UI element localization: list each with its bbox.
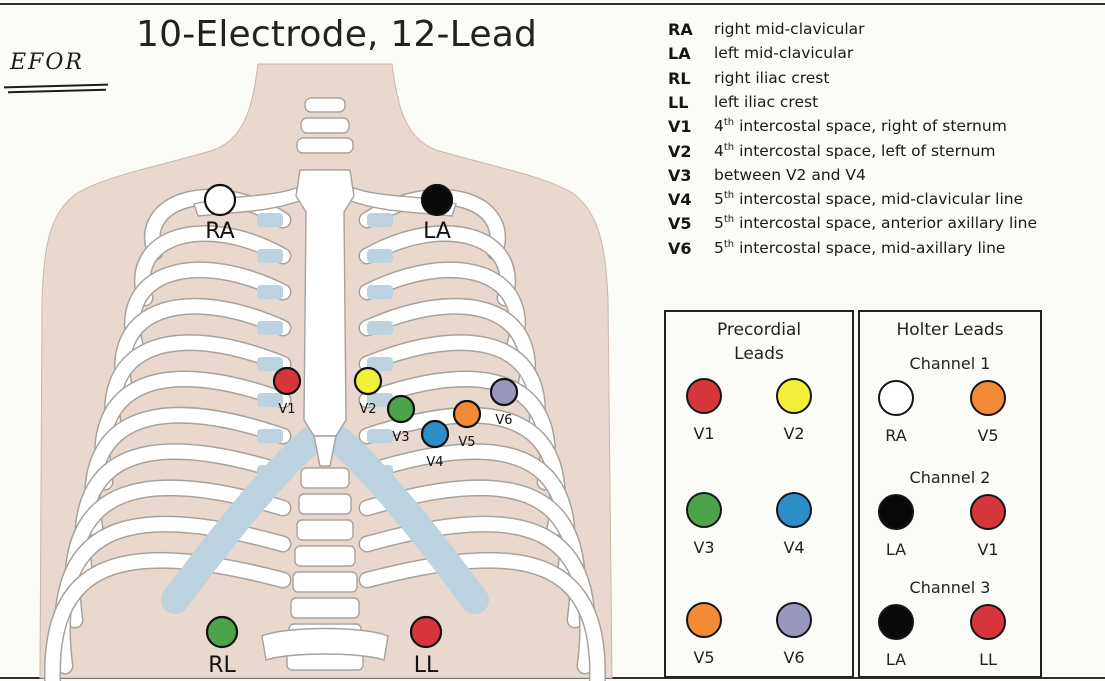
holter-channel-1-title: Channel 1 (860, 354, 1040, 373)
precordial-v6-label: V6 (769, 648, 819, 667)
legend-description: right mid-clavicular (714, 20, 865, 38)
holter-ch3-ll-marker (970, 604, 1006, 640)
electrode-v3-marker (388, 396, 414, 422)
holter-ch1-v5-label: V5 (963, 426, 1013, 445)
legend-description: 5th intercostal space, mid-axillary line (714, 239, 1005, 257)
holter-channel-2-title: Channel 2 (860, 468, 1040, 487)
legend-description: between V2 and V4 (714, 166, 866, 184)
precordial-v2-marker (776, 378, 812, 414)
electrode-v5-label: V5 (458, 435, 475, 450)
holter-ch1-v5-marker (970, 380, 1006, 416)
vertebra (293, 572, 357, 592)
handwritten-note: EFOR (10, 50, 84, 75)
vertebra (295, 546, 355, 566)
legend-abbr: V3 (668, 166, 692, 185)
precordial-v6-marker (776, 602, 812, 638)
precordial-v3-label: V3 (679, 538, 729, 557)
electrode-v2-label: V2 (359, 402, 376, 417)
vertebra (305, 98, 345, 112)
legend-description: 4th intercostal space, left of sternum (714, 142, 996, 160)
precordial-title-line2: Leads (666, 342, 852, 366)
costal-cartilage (257, 357, 283, 371)
legend-description: 5th intercostal space, anterior axillary… (714, 214, 1037, 232)
electrode-v1-label: V1 (278, 402, 295, 417)
holter-ch3-ll-label: LL (963, 650, 1013, 669)
legend-description: right iliac crest (714, 69, 829, 87)
electrode-rl-marker (207, 617, 237, 647)
holter-ch2-v1-label: V1 (963, 540, 1013, 559)
costal-cartilage (367, 285, 393, 299)
holter-ch3-la-marker (878, 604, 914, 640)
precordial-v1-label: V1 (679, 424, 729, 443)
precordial-v3-marker (686, 492, 722, 528)
costal-cartilage (367, 213, 393, 227)
costal-cartilage (257, 429, 283, 443)
costal-cartilage (367, 321, 393, 335)
precordial-v4-marker (776, 492, 812, 528)
holter-title: Holter Leads (860, 318, 1040, 342)
electrode-ll-marker (411, 617, 441, 647)
electrode-v5-marker (454, 401, 480, 427)
precordial-title-line1: Precordial (666, 318, 852, 342)
electrode-ll-label: LL (414, 653, 439, 678)
legend-abbr: LA (668, 44, 691, 63)
electrode-la-label: LA (423, 219, 451, 244)
electrode-v2-marker (355, 368, 381, 394)
legend-description: left iliac crest (714, 93, 818, 111)
electrode-v4-marker (422, 421, 448, 447)
vertebra (297, 520, 353, 540)
holter-ch2-la-label: LA (871, 540, 921, 559)
sternum (296, 170, 354, 436)
holter-ch1-ra-label: RA (871, 426, 921, 445)
costal-cartilage (257, 321, 283, 335)
electrode-ra-marker (205, 185, 235, 215)
vertebra (301, 468, 349, 488)
electrode-ra-label: RA (205, 219, 234, 244)
costal-cartilage (367, 249, 393, 263)
costal-cartilage (257, 249, 283, 263)
legend-abbr: V5 (668, 214, 692, 233)
precordial-v1-marker (686, 378, 722, 414)
vertebra (301, 118, 349, 133)
electrode-v1-marker (274, 368, 300, 394)
precordial-v4-label: V4 (769, 538, 819, 557)
legend-abbr: V4 (668, 190, 692, 209)
legend-abbr: RL (668, 69, 691, 88)
electrode-la-marker (422, 185, 452, 215)
electrode-v4-label: V4 (426, 455, 443, 470)
diagram-title: 10-Electrode, 12-Lead (136, 14, 537, 55)
precordial-v2-label: V2 (769, 424, 819, 443)
legend-abbr: LL (668, 93, 688, 112)
precordial-v5-label: V5 (679, 648, 729, 667)
holter-channel-3-title: Channel 3 (860, 578, 1040, 597)
holter-ch2-v1-marker (970, 494, 1006, 530)
holter-ch3-la-label: LA (871, 650, 921, 669)
legend-abbr: V2 (668, 142, 692, 161)
costal-cartilage (367, 429, 393, 443)
legend-abbr: V1 (668, 117, 692, 136)
vertebra (291, 598, 359, 618)
legend-abbr: V6 (668, 239, 692, 258)
legend-description: left mid-clavicular (714, 44, 853, 62)
electrode-v3-label: V3 (392, 430, 409, 445)
electrode-v6-marker (491, 379, 517, 405)
vertebra (299, 494, 351, 514)
legend-description: 5th intercostal space, mid-clavicular li… (714, 190, 1023, 208)
legend-abbr: RA (668, 20, 693, 39)
costal-cartilage (257, 285, 283, 299)
precordial-v5-marker (686, 602, 722, 638)
costal-cartilage (257, 213, 283, 227)
electrode-rl-label: RL (208, 653, 236, 678)
legend-description: 4th intercostal space, right of sternum (714, 117, 1007, 135)
holter-ch1-ra-marker (878, 380, 914, 416)
vertebra (297, 138, 353, 153)
electrode-v6-label: V6 (495, 413, 512, 428)
holter-ch2-la-marker (878, 494, 914, 530)
